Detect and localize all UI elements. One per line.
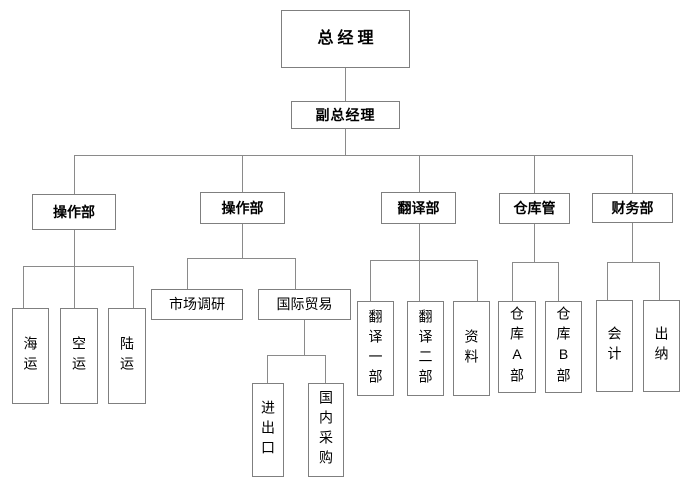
connector-line [74, 266, 75, 308]
node-warehouse-dept: 仓库管 [499, 193, 570, 224]
node-land-freight: 陆运 [108, 308, 146, 404]
connector-line [325, 355, 326, 383]
connector-line [659, 262, 660, 300]
connector-line [242, 224, 243, 258]
connector-line [419, 224, 420, 260]
node-translation-dept: 翻译部 [381, 192, 456, 224]
node-materials: 资料 [453, 301, 490, 396]
connector-line [74, 155, 75, 194]
node-domestic-procurement: 国内采购 [308, 383, 344, 477]
connector-line [632, 223, 633, 262]
connector-line [267, 355, 268, 383]
node-international-trade: 国际贸易 [258, 289, 351, 320]
node-translation-dept-2: 翻译二部 [407, 301, 444, 396]
connector-line [419, 155, 420, 192]
connector-line [133, 266, 134, 308]
node-import-export: 进出口 [252, 383, 284, 477]
connector-line [607, 262, 659, 263]
connector-line [345, 128, 346, 155]
connector-line [23, 266, 133, 267]
connector-line [23, 266, 24, 308]
node-air-freight: 空运 [60, 308, 98, 404]
connector-line [419, 260, 420, 301]
connector-line [477, 260, 478, 301]
node-translation-dept-1: 翻译一部 [357, 301, 394, 396]
connector-line [187, 258, 295, 259]
connector-line [512, 262, 513, 301]
connector-line [187, 258, 188, 289]
node-market-research: 市场调研 [151, 289, 243, 320]
node-general-manager: 总经理 [281, 10, 410, 68]
node-operations-dept-1: 操作部 [32, 194, 116, 230]
connector-line [345, 68, 346, 101]
connector-line [242, 155, 243, 192]
connector-line [370, 260, 477, 261]
connector-line [74, 155, 632, 156]
connector-line [370, 260, 371, 301]
connector-line [304, 320, 305, 355]
connector-line [558, 262, 559, 301]
node-finance-dept: 财务部 [592, 193, 673, 223]
connector-line [534, 224, 535, 262]
node-warehouse-a: 仓库A部 [498, 301, 536, 393]
node-cashier: 出纳 [643, 300, 680, 392]
node-sea-freight: 海运 [12, 308, 49, 404]
connector-line [632, 155, 633, 193]
node-operations-dept-2: 操作部 [200, 192, 285, 224]
connector-line [74, 230, 75, 266]
node-accounting: 会计 [596, 300, 633, 392]
connector-line [267, 355, 325, 356]
connector-line [295, 258, 296, 289]
node-deputy-general-manager: 副总经理 [291, 101, 400, 129]
connector-line [534, 155, 535, 193]
node-warehouse-b: 仓库B部 [545, 301, 582, 393]
connector-line [607, 262, 608, 300]
connector-line [512, 262, 558, 263]
